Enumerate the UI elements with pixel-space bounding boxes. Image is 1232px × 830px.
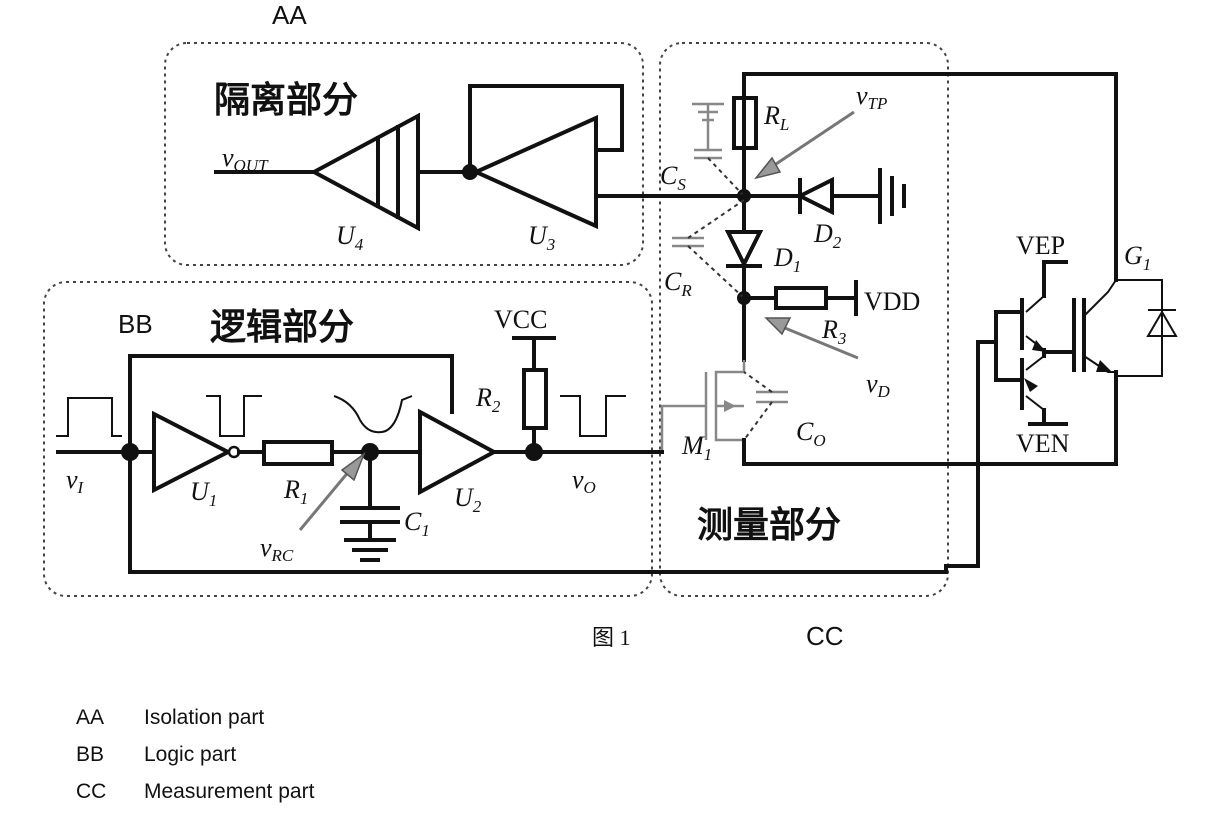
legend: AA Isolation part BB Logic part CC Measu… (76, 706, 314, 817)
logic-title: 逻辑部分 (210, 307, 354, 348)
vout-label: vOUT (222, 143, 269, 175)
section-label-bb: BB (118, 309, 153, 339)
r3-resistor (744, 282, 856, 314)
legend-text: Measurement part (144, 780, 314, 817)
cs-label: CS (660, 161, 686, 194)
igbt-g1 (1074, 280, 1116, 372)
rc-waveform (334, 396, 412, 432)
legend-row-bb: BB Logic part (76, 743, 314, 780)
g1-label: G1 (1124, 241, 1151, 274)
d2-label: D2 (813, 219, 842, 252)
measurement-title: 测量部分 (697, 505, 841, 546)
u1-inverter (154, 414, 264, 490)
u3-label: U3 (528, 221, 555, 254)
isolation-title: 隔离部分 (214, 80, 358, 121)
figure-caption: 图 1 (592, 625, 631, 650)
r3-label: R3 (821, 315, 846, 348)
input-pulse-waveform (56, 398, 122, 436)
m1-label: M1 (681, 431, 712, 464)
freewheel-diode (1116, 280, 1176, 376)
u4-label: U4 (336, 221, 364, 254)
vi-label: vI (66, 465, 85, 497)
rl-label: RL (763, 101, 789, 134)
d2-diode (744, 170, 904, 222)
u2-buffer (420, 412, 494, 492)
gate-driver-totem-pole (996, 262, 1074, 424)
u3-buffer (470, 86, 744, 226)
legend-text: Logic part (144, 743, 236, 780)
legend-row-aa: AA Isolation part (76, 706, 314, 743)
vrc-label: vRC (260, 533, 294, 565)
cr-label: CR (664, 267, 692, 300)
section-label-aa: AA (272, 0, 307, 30)
isolation-section-box (165, 43, 643, 265)
vcc-rail-label: VCC (494, 305, 547, 334)
inverted-pulse-waveform (206, 396, 262, 436)
legend-code: CC (76, 780, 144, 817)
r1-label: R1 (283, 475, 308, 508)
vo-label: vO (572, 465, 596, 497)
vtp-label: vTP (856, 81, 887, 113)
legend-text: Isolation part (144, 706, 264, 743)
co-label: CO (796, 417, 826, 450)
m1-transistor (662, 360, 788, 464)
legend-row-cc: CC Measurement part (76, 780, 314, 817)
r2-label: R2 (475, 383, 501, 416)
vd-label: vD (866, 369, 891, 401)
output-pulse-waveform (560, 396, 626, 436)
d1-label: D1 (773, 243, 801, 276)
c1-label: C1 (404, 507, 430, 540)
r1-resistor (264, 442, 332, 464)
d1-diode (728, 196, 760, 360)
section-label-cc: CC (806, 621, 844, 651)
r2-resistor (514, 338, 554, 452)
u2-label: U2 (454, 483, 482, 516)
legend-code: AA (76, 706, 144, 743)
vdd-rail-label: VDD (864, 287, 920, 316)
vep-rail-label: VEP (1016, 231, 1065, 260)
legend-code: BB (76, 743, 144, 780)
u1-label: U1 (190, 477, 217, 510)
ven-rail-label: VEN (1016, 429, 1070, 458)
